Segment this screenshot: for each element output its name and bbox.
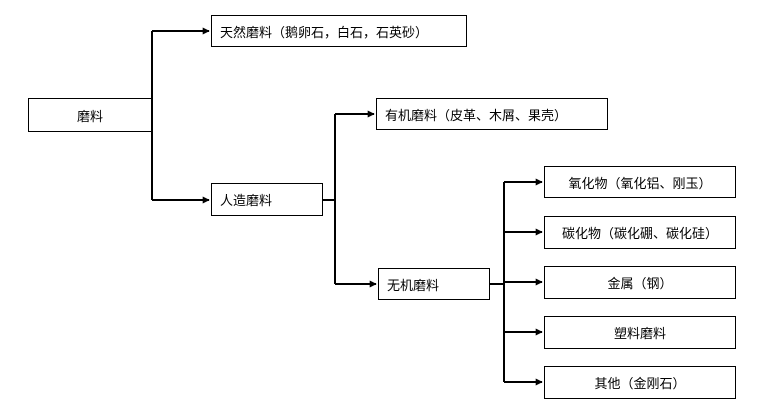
node-plastic-abrasive: 塑料磨料 — [544, 316, 736, 349]
node-artificial-abrasive: 人造磨料 — [211, 183, 323, 216]
node-abrasive-root: 磨料 — [28, 98, 152, 132]
node-label: 碳化物（碳化硼、碳化硅） — [561, 227, 718, 242]
node-other: 其他（金刚石） — [544, 366, 736, 399]
node-label: 无机磨料 — [387, 278, 440, 294]
node-carbide: 碳化物（碳化硼、碳化硅） — [544, 216, 736, 249]
node-label: 其他（金刚石） — [594, 377, 686, 392]
node-label: 有机磨料（皮革、木屑、果壳） — [385, 108, 568, 124]
node-label: 磨料 — [76, 109, 103, 125]
node-oxide: 氧化物（氧化铝、刚玉） — [544, 166, 736, 198]
node-label: 塑料磨料 — [613, 327, 666, 342]
node-label: 天然磨料（鹅卵石，白石，石英砂） — [220, 25, 429, 41]
node-label: 氧化物（氧化铝、刚玉） — [568, 176, 712, 192]
node-natural-abrasive: 天然磨料（鹅卵石，白石，石英砂） — [211, 15, 467, 47]
node-organic-abrasive: 有机磨料（皮革、木屑、果壳） — [376, 98, 608, 130]
node-inorganic-abrasive: 无机磨料 — [378, 268, 490, 300]
node-label: 人造磨料 — [220, 194, 273, 209]
node-metal: 金属（钢） — [544, 266, 736, 299]
node-label: 金属（钢） — [607, 277, 673, 292]
